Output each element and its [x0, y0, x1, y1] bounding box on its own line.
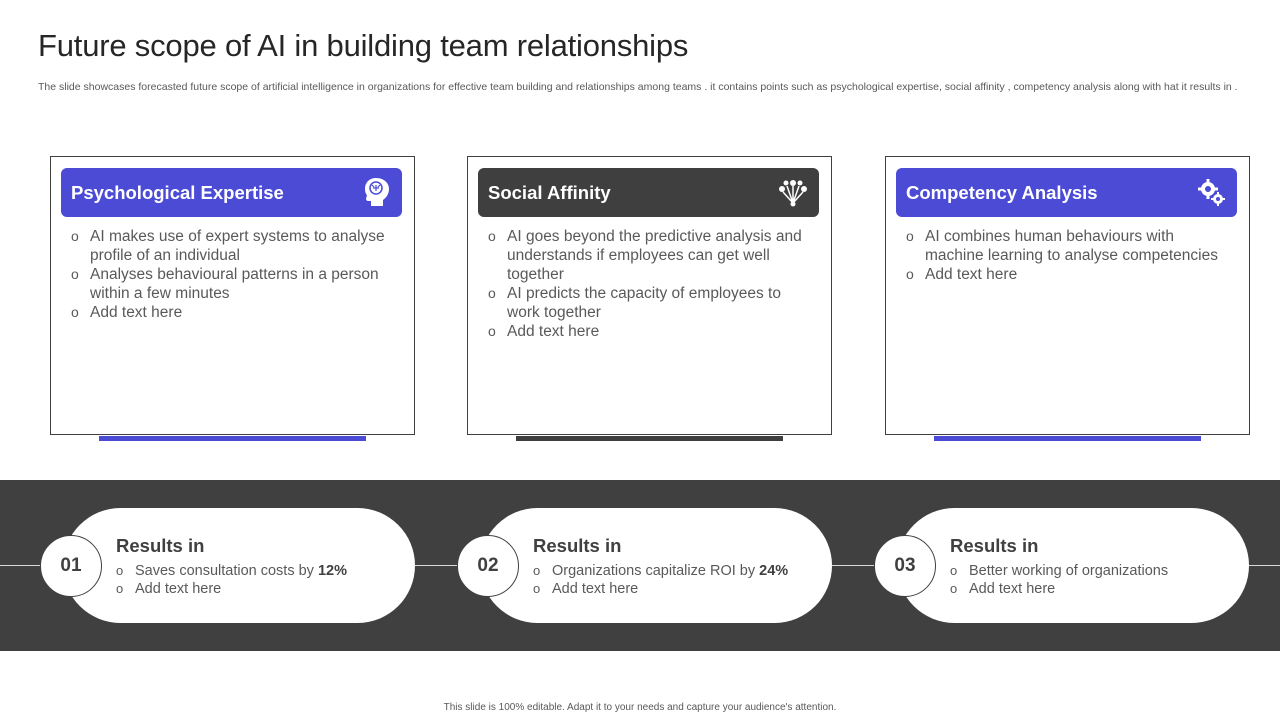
card-bullet-list: AI combines human behaviours with machin…	[906, 227, 1231, 284]
result-pill-1: Results in Saves consultation costs by 1…	[63, 508, 415, 623]
card-title: Social Affinity	[488, 181, 611, 203]
list-item: Better working of organizations	[950, 562, 1168, 580]
result-list: Organizations capitalize ROI by 24% Add …	[533, 562, 788, 598]
card-header: Social Affinity	[478, 168, 819, 217]
slide-subtitle: The slide showcases forecasted future sc…	[38, 81, 1238, 93]
slide-title: Future scope of AI in building team rela…	[38, 28, 689, 63]
list-item: Add text here	[116, 580, 347, 598]
list-item: Add text here	[71, 303, 396, 322]
result-pill-2: Results in Organizations capitalize ROI …	[480, 508, 832, 623]
list-item: Saves consultation costs by 12%	[116, 562, 347, 580]
gears-icon	[1198, 179, 1225, 206]
step-number-badge: 01	[40, 535, 102, 597]
card-header: Psychological Expertise	[61, 168, 402, 217]
step-number-badge: 03	[874, 535, 936, 597]
list-item: AI makes use of expert systems to analys…	[71, 227, 396, 265]
result-list: Saves consultation costs by 12% Add text…	[116, 562, 347, 598]
result-text: Organizations capitalize ROI by	[552, 563, 760, 579]
card-header: Competency Analysis	[896, 168, 1237, 217]
card-psychological-expertise: Psychological Expertise AI makes use of …	[50, 156, 415, 441]
list-item: Add text here	[906, 265, 1231, 284]
result-list: Better working of organizations Add text…	[950, 562, 1168, 598]
network-nodes-icon	[779, 180, 807, 207]
footer-note: This slide is 100% editable. Adapt it to…	[443, 702, 837, 713]
list-item: Analyses behavioural patterns in a perso…	[71, 265, 396, 303]
results-band: Results in Saves consultation costs by 1…	[0, 480, 1280, 651]
list-item: Add text here	[533, 580, 788, 598]
result-pill-3: Results in Better working of organizatio…	[897, 508, 1249, 623]
list-item: Organizations capitalize ROI by 24%	[533, 562, 788, 580]
card-bullet-list: AI goes beyond the predictive analysis a…	[488, 227, 813, 341]
list-item: AI predicts the capacity of employees to…	[488, 284, 813, 322]
card-bullet-list: AI makes use of expert systems to analys…	[71, 227, 396, 322]
step-number-badge: 02	[457, 535, 519, 597]
result-title: Results in	[533, 535, 622, 556]
list-item: Add text here	[950, 580, 1168, 598]
card-title: Psychological Expertise	[71, 181, 284, 203]
card-accent-bar	[934, 436, 1201, 441]
head-brain-icon	[365, 178, 389, 206]
result-value: 24%	[759, 563, 789, 579]
list-item: AI combines human behaviours with machin…	[906, 227, 1231, 265]
list-item: Add text here	[488, 322, 813, 341]
result-text: Better working of organizations	[969, 563, 1169, 579]
result-value: 12%	[317, 563, 347, 579]
card-social-affinity: Social Affinity AI goes beyond the predi…	[467, 156, 832, 441]
result-title: Results in	[950, 535, 1039, 556]
list-item: AI goes beyond the predictive analysis a…	[488, 227, 813, 284]
card-accent-bar	[516, 436, 783, 441]
result-title: Results in	[116, 535, 205, 556]
result-text: Saves consultation costs by	[135, 563, 318, 579]
card-title: Competency Analysis	[906, 181, 1098, 203]
card-competency-analysis: Competency Analysis AI combines human be…	[885, 156, 1250, 441]
card-accent-bar	[99, 436, 366, 441]
